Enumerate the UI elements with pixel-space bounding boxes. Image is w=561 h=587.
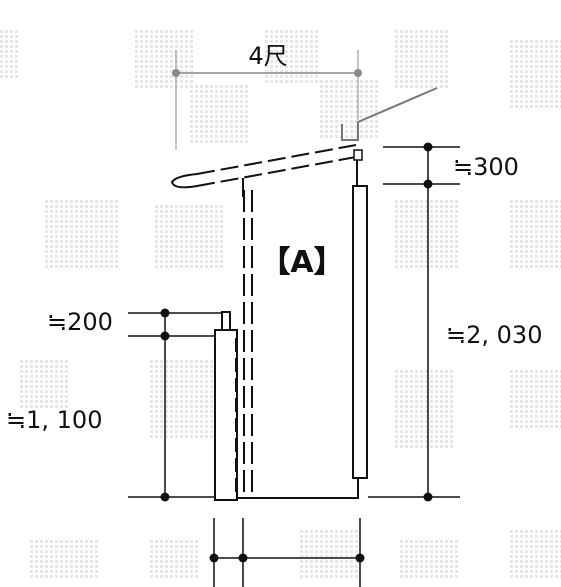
eave-roof — [170, 144, 363, 197]
bottom-dimension — [209, 518, 365, 587]
back-panel — [352, 160, 368, 479]
right-dimensions: ≒300 ≒2, 030 — [368, 142, 542, 502]
side-gap-label: ≒200 — [47, 308, 113, 336]
front-post — [214, 311, 238, 501]
left-dimensions: ≒200 ≒1, 100 — [6, 308, 222, 502]
background-watermark — [0, 30, 561, 578]
section-label: 【A】 — [260, 245, 343, 280]
upper-roof-line — [341, 87, 438, 141]
total-height-label: ≒2, 030 — [446, 321, 542, 349]
base-line — [236, 478, 359, 499]
side-height-label: ≒1, 100 — [6, 406, 102, 434]
unit-label: 4尺 — [248, 42, 287, 70]
dashed-posts — [243, 190, 253, 498]
width-dimension: 4尺 — [172, 42, 362, 150]
top-gap-label: ≒300 — [453, 153, 519, 181]
